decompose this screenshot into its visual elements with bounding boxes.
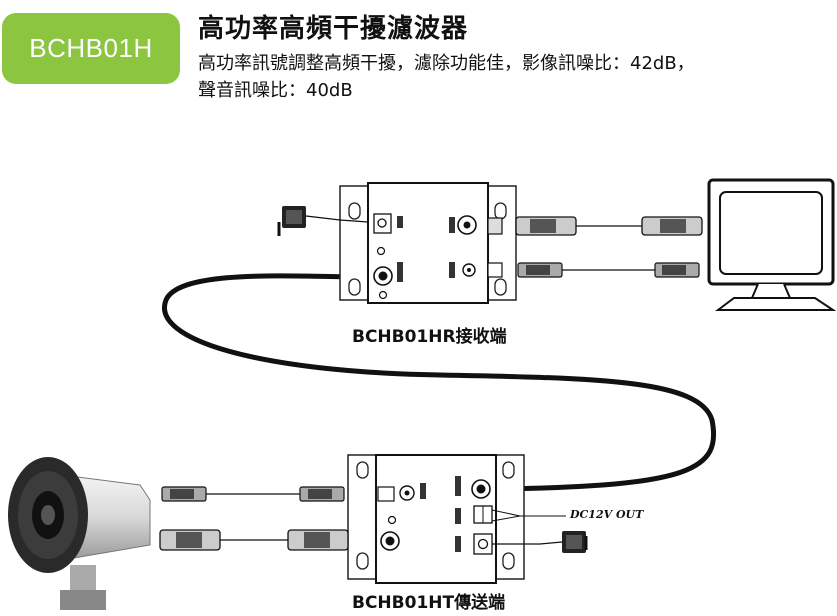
receiver-unit	[339, 182, 517, 304]
receiver-audio-cable	[487, 262, 700, 278]
camera-audio-cable	[161, 486, 395, 502]
transmitter-unit	[347, 454, 525, 584]
receiver-power-plug-icon	[277, 206, 369, 236]
dc-out-leader	[491, 509, 566, 522]
model-badge-label: BCHB01H	[29, 33, 153, 63]
coax-link-cable	[162, 273, 717, 492]
monitor-icon	[707, 178, 837, 311]
product-title: 高功率高頻干擾濾波器	[198, 14, 469, 44]
transmitter-caption: BCHB01HT傳送端	[352, 593, 506, 613]
receiver-caption: BCHB01HR接收端	[352, 327, 507, 347]
camera-icon	[8, 457, 151, 610]
dc-out-label: DC12V OUT	[570, 508, 644, 521]
product-description: 高功率訊號調整高頻干擾，濾除功能佳，影像訊噪比：42dB， 聲音訊噪比：40dB	[198, 50, 828, 104]
transmitter-power-plug-icon	[492, 531, 588, 553]
camera-video-cable	[159, 529, 349, 551]
model-badge: BCHB01H	[2, 13, 180, 84]
description-line-1: 高功率訊號調整高頻干擾，濾除功能佳，影像訊噪比：42dB，	[198, 53, 695, 74]
receiver-video-cable	[487, 216, 703, 236]
description-line-2: 聲音訊噪比：40dB	[198, 80, 353, 101]
